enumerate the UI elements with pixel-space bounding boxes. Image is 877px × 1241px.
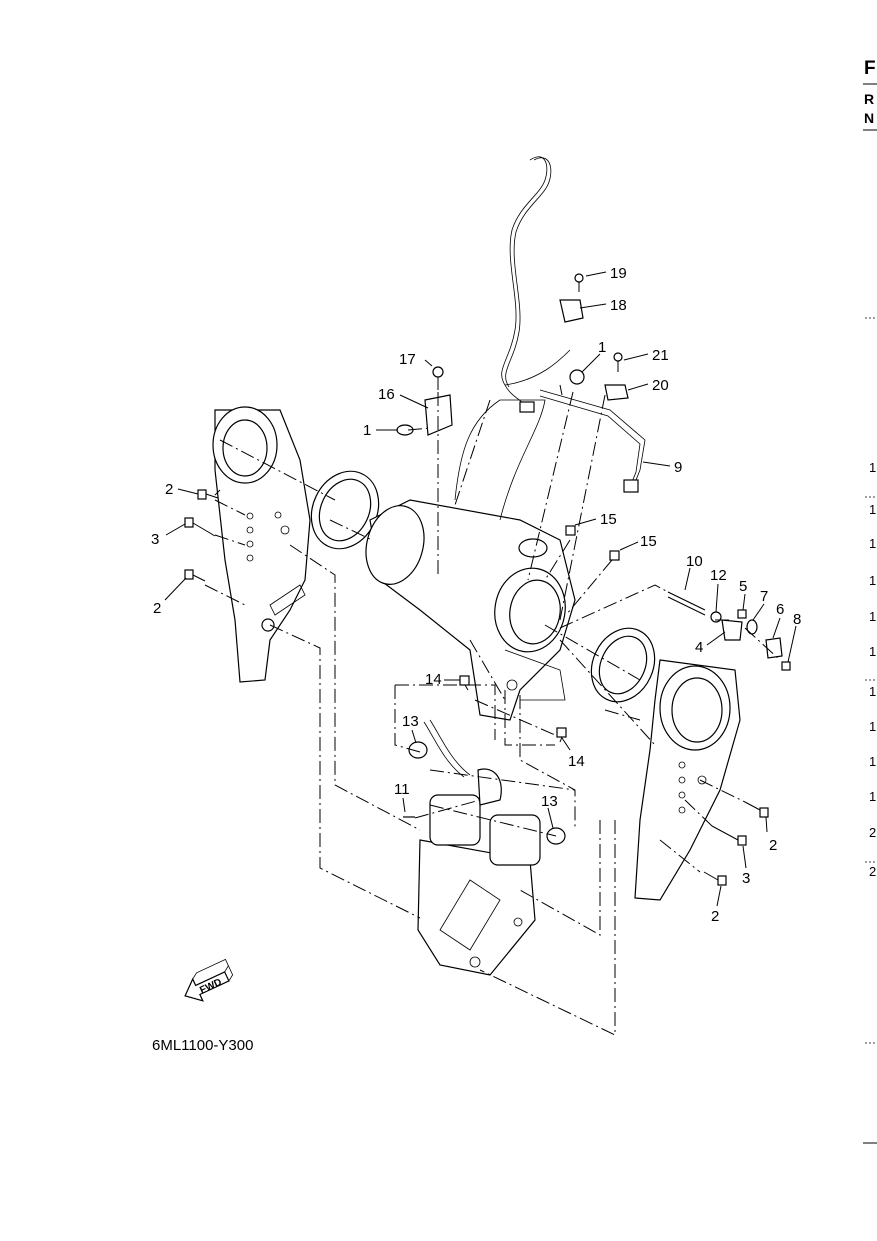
edge-number: 1 — [869, 573, 877, 588]
callout-17: 17 — [399, 351, 416, 368]
right-ring — [590, 627, 656, 703]
callout-13-right: 13 — [541, 793, 558, 810]
edge-number: 1 — [869, 644, 877, 659]
edge-number: 1 — [869, 684, 877, 699]
callout-1-top: 1 — [598, 339, 606, 356]
callout-10: 10 — [686, 553, 703, 570]
edge-number: 1 — [869, 609, 877, 624]
right-clamp-bracket — [634, 659, 741, 901]
edge-number: 1 — [869, 719, 877, 734]
callout-1-left: 1 — [363, 422, 371, 439]
callout-4: 4 — [695, 639, 703, 656]
left-clamp-bracket — [212, 406, 311, 683]
assembly-lines — [204, 384, 781, 1036]
callout-7: 7 — [760, 588, 768, 605]
callout-8: 8 — [793, 611, 801, 628]
edge-number: 2 — [869, 864, 877, 879]
callout-2-right-upper: 2 — [769, 837, 777, 854]
callout-3-left: 3 — [151, 531, 159, 548]
callout-12: 12 — [710, 567, 727, 584]
callout-2-upper-left: 2 — [165, 481, 173, 498]
callout-14-left: 14 — [425, 671, 442, 688]
callout-11: 11 — [394, 781, 410, 798]
callout-21: 21 — [652, 347, 669, 364]
edge-number: 1 — [869, 460, 877, 475]
callout-13-left: 13 — [402, 713, 419, 730]
edge-number: 1 — [869, 789, 877, 804]
steering-cable — [501, 156, 571, 413]
fwd-label: FWD — [198, 977, 223, 997]
edge-row2-letter: N — [864, 110, 875, 126]
callout-2-lower-left: 2 — [153, 600, 161, 617]
swivel-bracket — [365, 399, 576, 721]
callout-5: 5 — [739, 578, 747, 595]
callout-15-lower: 15 — [640, 533, 657, 550]
fwd-arrow: FWD — [184, 958, 234, 1002]
edge-title-letter: F — [864, 58, 876, 79]
callout-20: 20 — [652, 377, 669, 394]
left-ring — [310, 470, 380, 550]
callout-14-right: 14 — [568, 753, 585, 770]
edge-number: 1 — [869, 754, 877, 769]
edge-rules — [863, 83, 877, 1144]
callout-15-upper: 15 — [600, 511, 617, 528]
leader-lines — [164, 271, 797, 907]
edge-number: 1 — [869, 502, 877, 517]
callout-19: 19 — [610, 265, 627, 282]
callout-2-right-lower: 2 — [711, 908, 719, 925]
callout-9: 9 — [674, 459, 682, 476]
callout-18: 18 — [610, 297, 627, 314]
callout-6: 6 — [776, 601, 784, 618]
edge-number: 1 — [869, 536, 877, 551]
edge-number: 2 — [869, 825, 877, 840]
callout-numbers: 19 18 1 21 20 9 17 16 1 2 3 2 15 15 10 1… — [151, 265, 801, 925]
edge-row1-letter: R — [864, 91, 875, 107]
figure-code: 6ML1100-Y300 — [152, 1037, 254, 1054]
callout-3-right: 3 — [742, 870, 750, 887]
power-trim-tilt-unit — [417, 719, 541, 976]
callout-16: 16 — [378, 386, 395, 403]
